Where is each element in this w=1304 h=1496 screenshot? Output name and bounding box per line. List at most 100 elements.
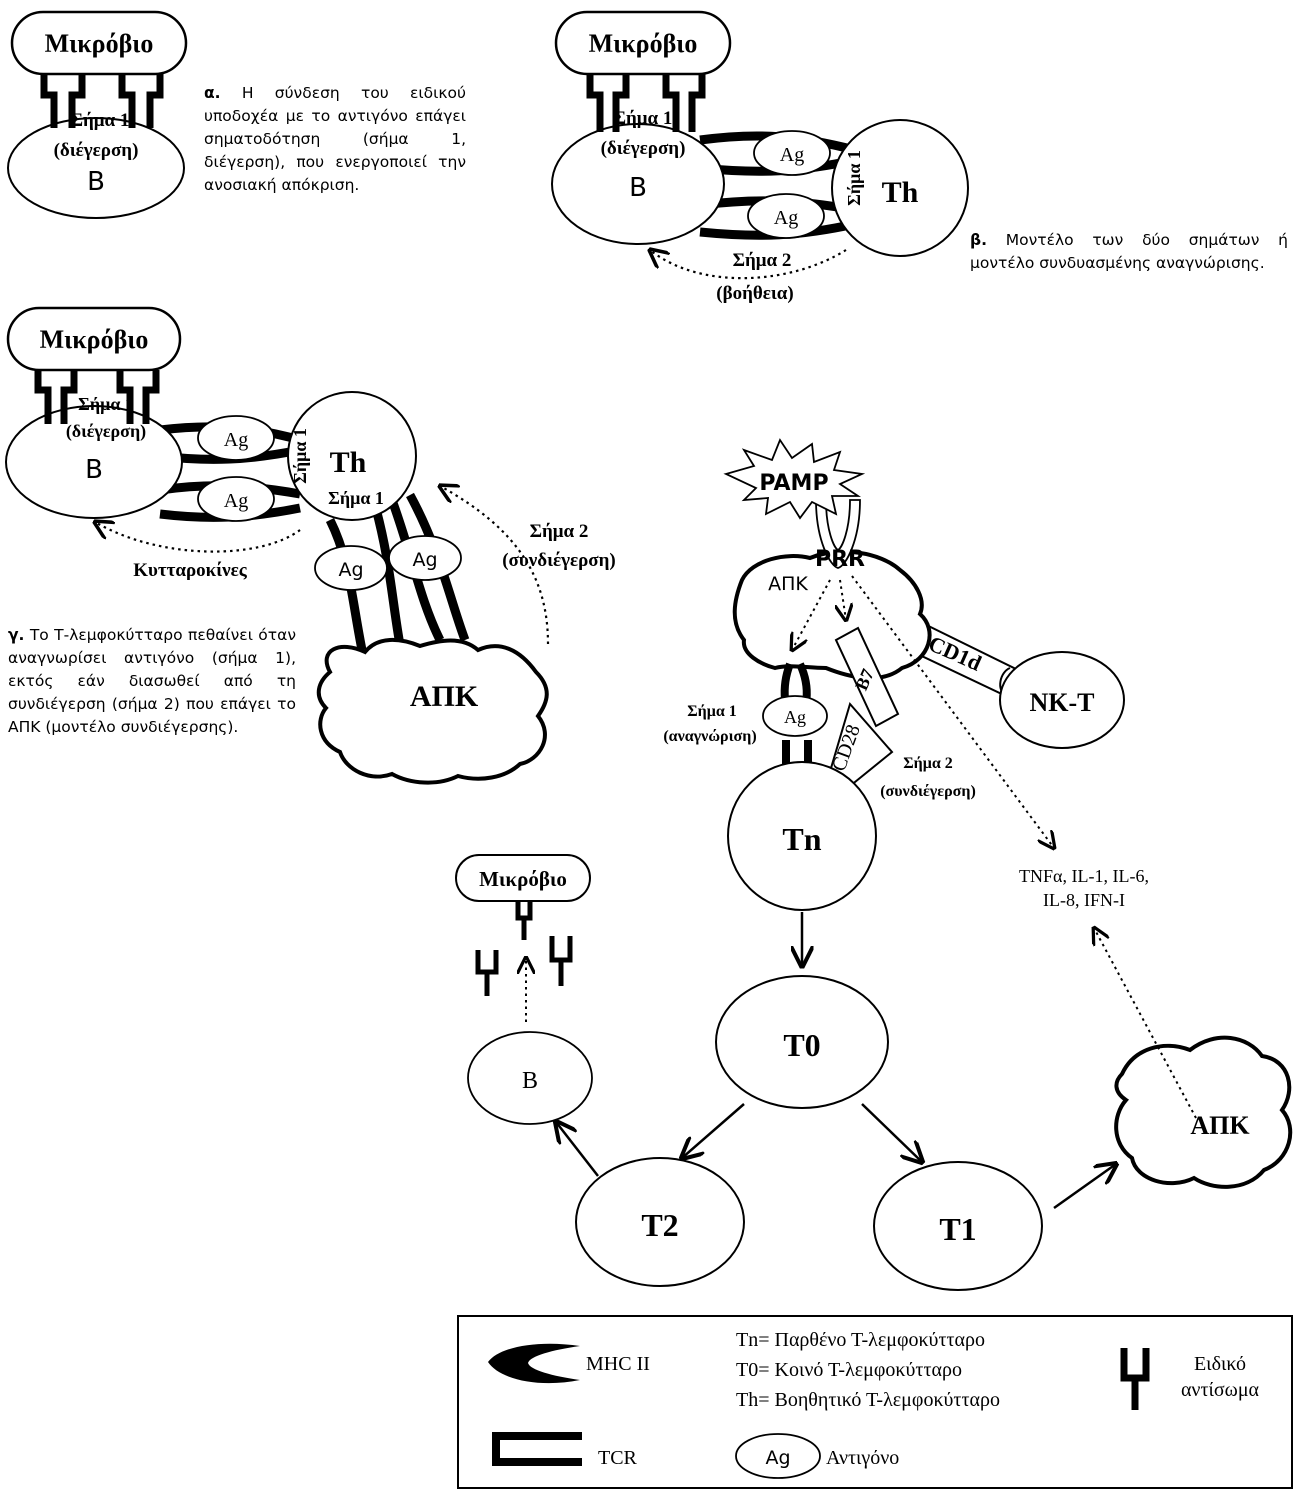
ag-bubble bbox=[762, 695, 828, 737]
excitation-label: (διέγερση) bbox=[66, 421, 146, 442]
legend-antibody-1: Ειδικό bbox=[1194, 1353, 1246, 1375]
ag-label: Ag bbox=[774, 207, 798, 229]
ag-bubble bbox=[197, 415, 275, 461]
caption-b-letter: β. bbox=[970, 231, 987, 249]
tn-cell bbox=[727, 761, 877, 911]
apc-label-small: ΑΠΚ bbox=[768, 573, 808, 595]
tcr-band bbox=[370, 503, 405, 646]
ag-bubble bbox=[197, 476, 275, 522]
caption-a-letter: α. bbox=[204, 84, 221, 102]
b-cell bbox=[5, 405, 183, 519]
signal1-label-th: Σήμα 1 bbox=[328, 488, 384, 508]
arrow-t1-apc bbox=[1053, 1164, 1116, 1210]
ag-bubble bbox=[314, 545, 388, 591]
prr-receptor bbox=[815, 499, 861, 569]
microbe-box bbox=[6, 306, 182, 372]
ag-label: Ag bbox=[338, 559, 363, 581]
ag-bubble bbox=[753, 130, 831, 176]
signal1-label: Σήμα 1 bbox=[78, 394, 134, 414]
th-cell bbox=[287, 391, 417, 521]
pamp-burst bbox=[723, 438, 866, 520]
signal2-label: Σήμα 2 bbox=[530, 521, 589, 542]
ag-label: Ag bbox=[780, 144, 804, 166]
caption-c-text: Το Τ-λεμφοκύτταρο πεθαίνει όταν αναγνωρί… bbox=[8, 626, 296, 736]
panel-a: Μικρόβιο Σήμα 1 (διέγερση) B bbox=[7, 10, 188, 219]
legend-antibody-2: αντίσωμα bbox=[1181, 1379, 1260, 1401]
apc-label: ΑΠΚ bbox=[410, 680, 479, 713]
receptor-right bbox=[662, 74, 706, 132]
ag-label: Ag bbox=[412, 549, 437, 571]
b-lower-label: B bbox=[522, 1068, 538, 1094]
panel-b: Μικρόβιο Ag Ag Σήμα 1 (διέγερση) B Th Σή… bbox=[551, 10, 969, 304]
b-cell bbox=[7, 117, 185, 219]
help-arrow bbox=[650, 250, 847, 280]
apc-lower-label: ΑΠΚ bbox=[1190, 1111, 1250, 1140]
caption-c-letter: γ. bbox=[8, 626, 25, 644]
ag-bubble bbox=[388, 535, 462, 581]
cytokine-arrow bbox=[95, 522, 301, 553]
legend-box bbox=[457, 1315, 1293, 1489]
signal1-vertical: Σήμα 1 bbox=[290, 428, 310, 484]
prr-label: PRR bbox=[815, 547, 865, 572]
arrow-t0-t2 bbox=[682, 1103, 745, 1158]
antibody-legend-icon bbox=[1120, 1348, 1150, 1410]
b-cell-lower bbox=[467, 1031, 593, 1125]
caption-b-text: Μοντέλο των δύο σημάτων ή μοντέλο συνδυα… bbox=[970, 231, 1288, 272]
microbe-box-small bbox=[455, 854, 591, 902]
help-label: (βοήθεια) bbox=[716, 283, 793, 304]
t0-cell bbox=[715, 975, 889, 1109]
prr-arrow-cytokines bbox=[851, 575, 1054, 848]
receptor-right bbox=[118, 74, 164, 128]
nkt-cell bbox=[999, 651, 1125, 749]
prr-arrow-b7 bbox=[840, 579, 846, 620]
panel-d: CD1d PAMP PRR ΑΠΚ Ag B7 CD28 Tn Σήμα 1 (… bbox=[663, 438, 1149, 911]
apc-cell-lower bbox=[1114, 1035, 1293, 1189]
antibody-icon bbox=[549, 936, 573, 986]
receptor-right bbox=[116, 370, 160, 424]
prr-arrow-signal1 bbox=[792, 579, 831, 650]
nkt-label: NK-T bbox=[1030, 688, 1095, 717]
signal1-label: Σήμα 1 bbox=[687, 703, 737, 720]
signal1-label: Σήμα 1 bbox=[71, 110, 130, 131]
microbe-label: Μικρόβιο bbox=[40, 325, 149, 354]
caption-b: β. Μοντέλο των δύο σημάτων ή μοντέλο συν… bbox=[970, 229, 1288, 275]
receptor-left bbox=[586, 74, 630, 132]
b-cell bbox=[551, 123, 725, 245]
legend: MHC II TCR Tn= Παρθένο Τ-λεμφοκύτταρο T0… bbox=[457, 1315, 1293, 1489]
pamp-label: PAMP bbox=[759, 471, 828, 496]
ag-bubble bbox=[747, 193, 825, 239]
legend-tn-def: Tn= Παρθένο Τ-λεμφοκύτταρο bbox=[736, 1329, 985, 1351]
microbe-label-small: Μικρόβιο bbox=[479, 867, 567, 891]
signal1-label: Σήμα 1 bbox=[614, 108, 673, 129]
legend-ag: Ag bbox=[765, 1447, 790, 1469]
microbe-box bbox=[10, 10, 188, 76]
th-label: Th bbox=[330, 446, 367, 479]
mhc-icon bbox=[488, 1343, 580, 1384]
antibody-icon bbox=[515, 902, 533, 940]
b-label: B bbox=[85, 455, 103, 485]
th-label: Th bbox=[882, 176, 919, 209]
b-label: B bbox=[87, 167, 105, 197]
b7-molecule bbox=[834, 626, 900, 728]
ag-label: Ag bbox=[224, 429, 248, 451]
t2-label: T2 bbox=[641, 1207, 678, 1243]
legend-antigen: Αντιγόνο bbox=[826, 1447, 899, 1469]
legend-tcr: TCR bbox=[598, 1447, 638, 1469]
ag-label: Ag bbox=[224, 490, 248, 512]
antibody-icon bbox=[475, 950, 499, 996]
t2-cell bbox=[575, 1157, 745, 1287]
caption-a: α. Η σύνδεση του ειδικού υποδοχέα με το … bbox=[204, 82, 466, 197]
signal2-label: Σήμα 2 bbox=[903, 755, 953, 772]
arrow-t2-b bbox=[556, 1122, 599, 1177]
legend-th-def: Th= Βοηθητικό Τ-λεμφοκύτταρο bbox=[736, 1389, 1000, 1411]
apc-cell bbox=[316, 637, 549, 785]
tcr-icon bbox=[492, 1432, 582, 1466]
microbe-label: Μικρόβιο bbox=[45, 29, 154, 58]
costim-label: (συνδιέγερση) bbox=[502, 550, 616, 571]
cytokine-list-1: TNFα, IL-1, IL-6, bbox=[1019, 866, 1149, 886]
costim-arrow bbox=[440, 486, 550, 645]
microbe-label: Μικρόβιο bbox=[589, 29, 698, 58]
legend-mhc: MHC II bbox=[586, 1353, 650, 1375]
t1-cell bbox=[873, 1161, 1043, 1291]
receptor-left bbox=[40, 74, 86, 128]
